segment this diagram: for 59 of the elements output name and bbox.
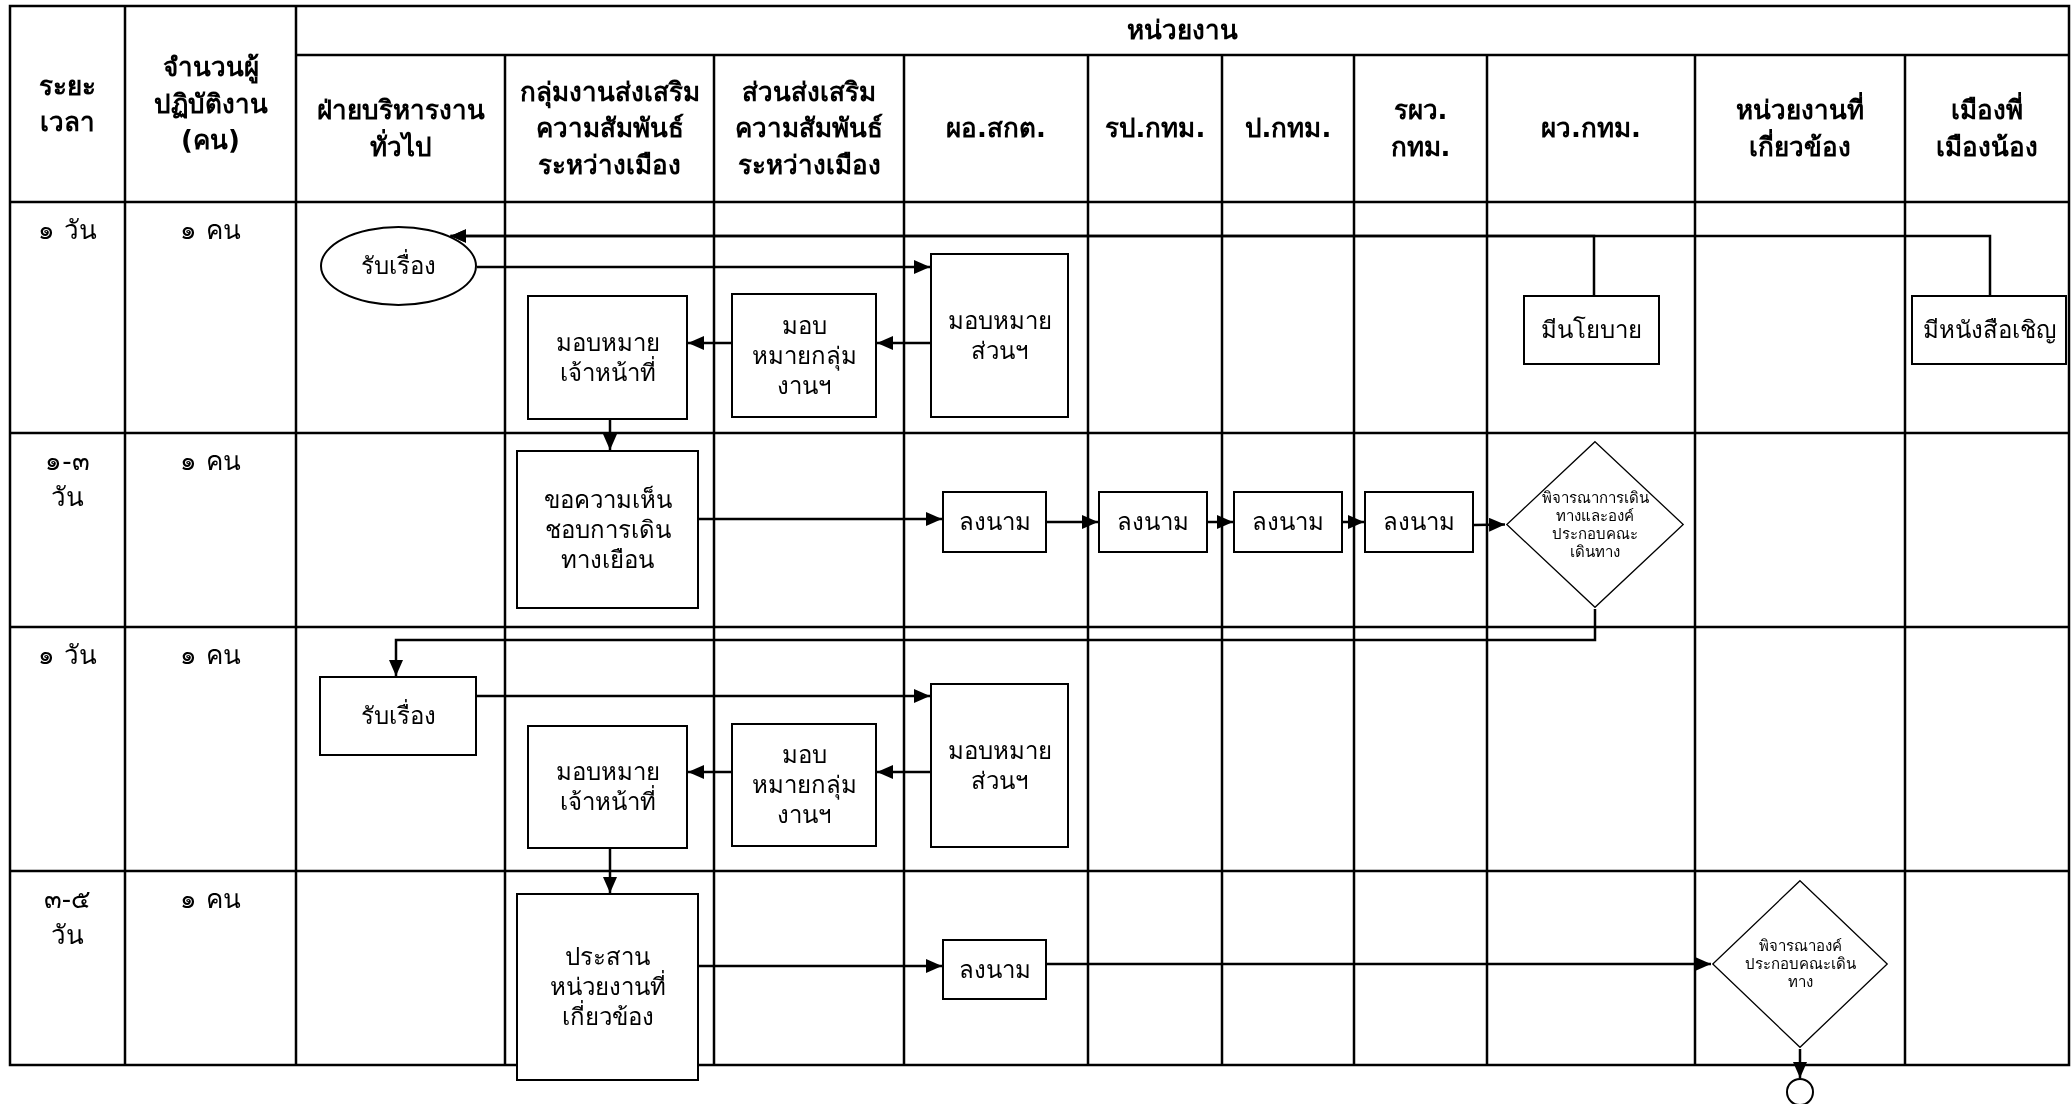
process-box: รับเรื่อง bbox=[319, 676, 477, 756]
arrow bbox=[877, 765, 930, 779]
duration-text: ๑ วัน bbox=[38, 214, 97, 247]
duration-text: ๑ วัน bbox=[38, 639, 97, 672]
arrow bbox=[603, 849, 617, 893]
row-heading: ระยะเวลา bbox=[38, 69, 97, 139]
arrow bbox=[603, 420, 617, 450]
process-box: ลงนาม bbox=[942, 491, 1047, 553]
column-heading: รป.กทม. bbox=[1104, 112, 1206, 146]
arrow bbox=[688, 336, 731, 350]
arrow bbox=[1343, 515, 1364, 529]
column-heading: รผว. กทม. bbox=[1389, 94, 1452, 164]
arrow bbox=[1793, 1049, 1807, 1078]
arrow bbox=[877, 336, 930, 350]
process-box: มอบหมายส่วนฯ bbox=[930, 683, 1069, 848]
staff-count-text: ๑ คน bbox=[180, 214, 241, 247]
row-heading: จำนวนผู้ปฏิบัติงาน (คน) bbox=[152, 51, 269, 158]
process-box: มีหนังสือเชิญ bbox=[1911, 295, 2067, 365]
arrow bbox=[450, 229, 1596, 295]
arrow bbox=[389, 609, 1597, 676]
staff-count-text: ๑ คน bbox=[180, 883, 241, 916]
process-box: มีนโยบาย bbox=[1523, 295, 1660, 365]
arrow bbox=[1047, 957, 1711, 971]
duration-text: ๓-๕ วัน bbox=[42, 883, 93, 953]
start-oval: รับเรื่อง bbox=[320, 226, 477, 306]
column-heading: ฝ่ายบริหารงานทั่วไป bbox=[315, 94, 486, 164]
process-box: มอบหมายเจ้าหน้าที่ bbox=[527, 295, 688, 420]
arrow bbox=[477, 689, 930, 703]
arrow bbox=[1473, 517, 1506, 532]
process-box: ขอความเห็นชอบการเดินทางเยือน bbox=[516, 450, 699, 609]
column-heading: ผอ.สกต. bbox=[946, 112, 1046, 146]
arrow bbox=[699, 512, 942, 526]
end-circle bbox=[1786, 1078, 1814, 1104]
arrow bbox=[1047, 515, 1098, 529]
process-box: ลงนาม bbox=[1233, 491, 1343, 553]
arrow bbox=[688, 765, 731, 779]
column-heading: กลุ่มงานส่งเสริมความสัมพันธ์ระหว่างเมือง bbox=[518, 75, 701, 182]
column-heading: หน่วยงานที่เกี่ยวข้อง bbox=[1715, 92, 1885, 165]
arrow bbox=[1208, 515, 1233, 529]
process-box: ลงนาม bbox=[942, 939, 1047, 1000]
process-box: มอบหมายเจ้าหน้าที่ bbox=[527, 725, 688, 849]
decision-diamond: พิจารณาองค์ประกอบคณะเดินทาง bbox=[1711, 879, 1889, 1049]
staff-count-text: ๑ คน bbox=[180, 445, 241, 478]
process-box: ลงนาม bbox=[1098, 491, 1208, 553]
decision-diamond: พิจารณาการเดินทางและองค์ประกอบคณะเดินทาง bbox=[1505, 440, 1685, 609]
column-heading: ป.กทม. bbox=[1244, 112, 1332, 146]
process-box: ประสานหน่วยงานที่เกี่ยวข้อง bbox=[516, 893, 699, 1081]
duration-text: ๑-๓ วัน bbox=[44, 445, 91, 515]
process-box: มอบหมายกลุ่มงานฯ bbox=[731, 723, 877, 847]
process-box: มอบหมายกลุ่มงานฯ bbox=[731, 293, 877, 418]
arrow bbox=[699, 959, 942, 973]
column-group-heading: หน่วยงาน bbox=[1127, 14, 1238, 48]
staff-count-text: ๑ คน bbox=[180, 639, 241, 672]
column-heading: ส่วนส่งเสริมความสัมพันธ์ระหว่างเมือง bbox=[734, 75, 884, 182]
column-heading: ผว.กทม. bbox=[1541, 112, 1641, 146]
column-heading: เมืองพี่เมืองน้อง bbox=[1927, 92, 2047, 165]
process-box: มอบหมายส่วนฯ bbox=[930, 253, 1069, 418]
arrow bbox=[477, 260, 930, 274]
process-box: ลงนาม bbox=[1364, 491, 1474, 553]
